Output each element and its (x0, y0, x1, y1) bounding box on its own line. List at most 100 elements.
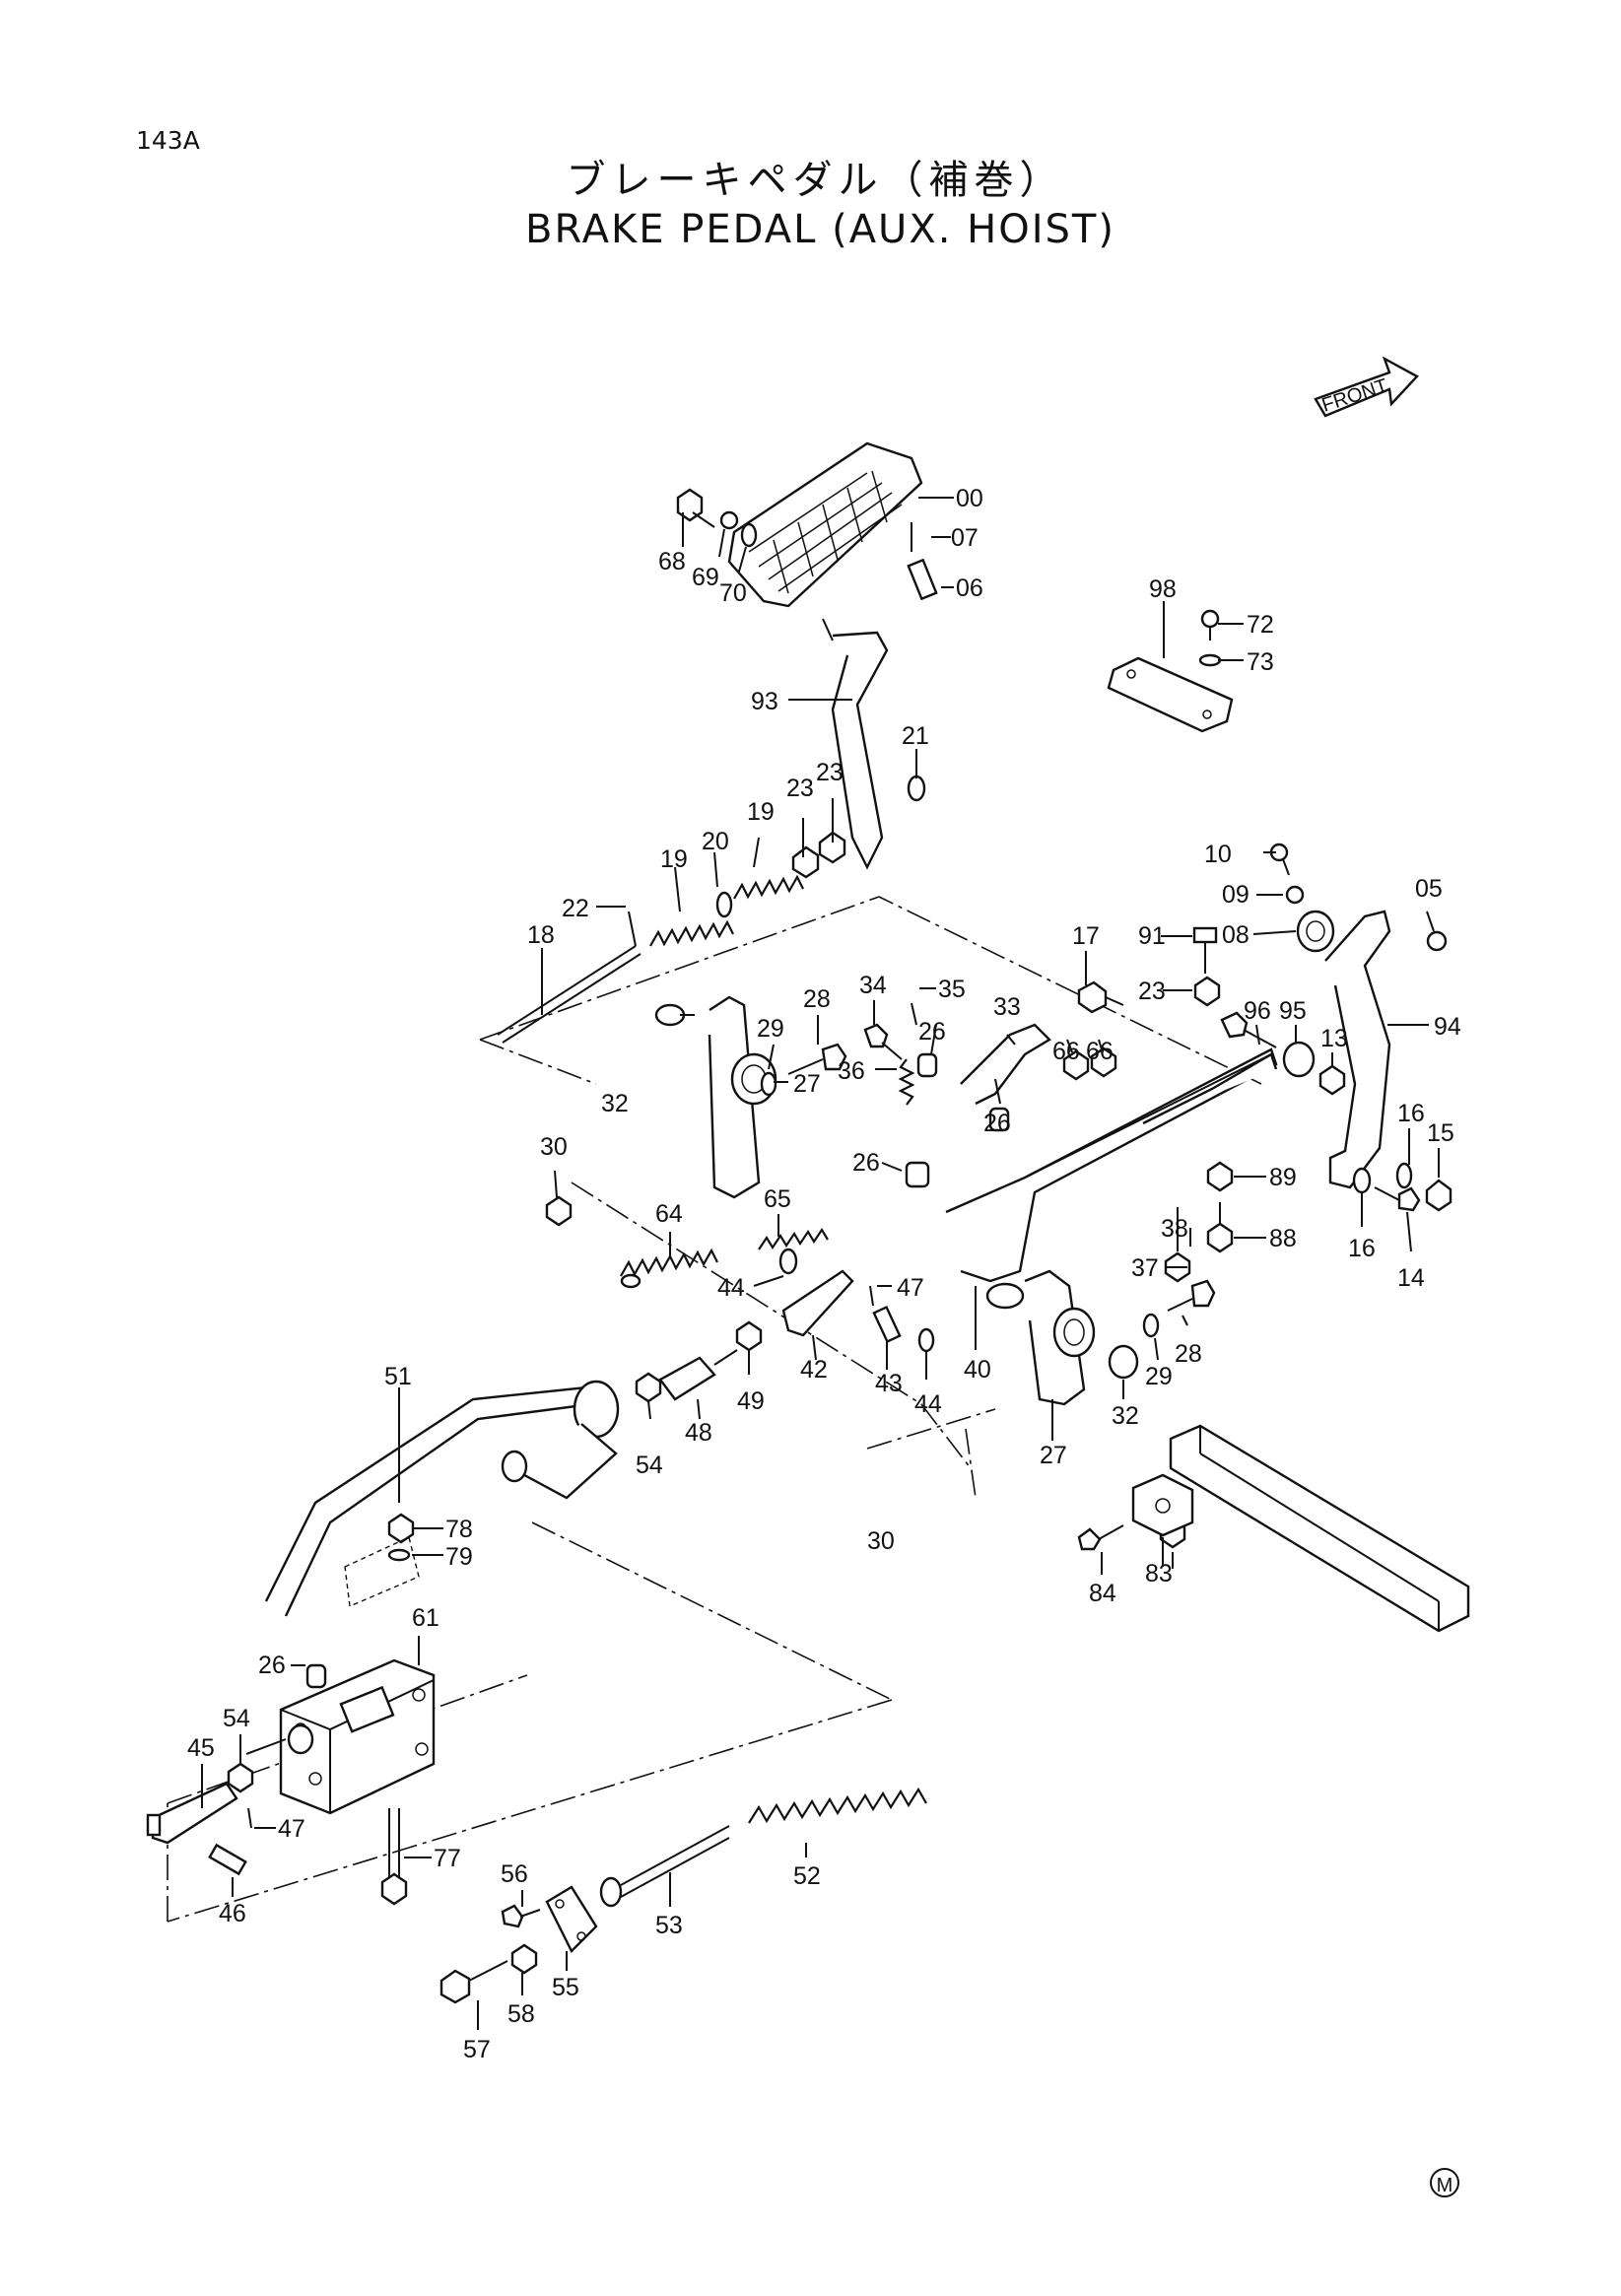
callout-labels: 00 07 06 68 69 70 98 72 73 93 21 23 23 1… (187, 485, 1461, 2063)
plate-98 (1107, 656, 1234, 733)
washer-79 (387, 1548, 411, 1562)
callout-66a: 66 (1052, 1038, 1080, 1065)
washer-16b (1352, 1167, 1372, 1194)
callout-73: 73 (1247, 648, 1274, 676)
washer-44b (917, 1327, 935, 1353)
callout-51: 51 (384, 1363, 412, 1390)
callout-06: 06 (956, 574, 983, 602)
nut-54b (227, 1762, 254, 1793)
nut-30a (545, 1195, 573, 1227)
callout-37: 37 (1131, 1254, 1159, 1282)
callout-14: 14 (1397, 1264, 1425, 1292)
bolt-05 (1426, 930, 1448, 952)
callout-83: 83 (1145, 1560, 1173, 1587)
callout-46: 46 (219, 1900, 246, 1927)
rod-18 (497, 945, 637, 1036)
callout-42: 42 (800, 1356, 828, 1384)
pin-43 (872, 1305, 902, 1344)
callout-19a: 19 (660, 845, 688, 873)
title-japanese: ブレーキペダル（補巻） (566, 158, 1065, 203)
nut-78 (387, 1513, 415, 1544)
plate-55 (545, 1885, 598, 1954)
callout-45: 45 (187, 1734, 215, 1762)
roller-08 (1296, 910, 1335, 953)
washer-21 (907, 775, 926, 802)
snap-ring-32a (654, 1003, 686, 1027)
callout-34: 34 (859, 972, 887, 999)
bolt-14 (1374, 1186, 1421, 1212)
shaft-40 (945, 1047, 1278, 1310)
callout-54a: 54 (636, 1452, 663, 1479)
callout-58: 58 (507, 2000, 535, 2028)
callout-47b: 47 (278, 1815, 305, 1843)
nut-23a (791, 845, 820, 879)
callout-23a: 23 (786, 775, 814, 802)
callout-30a: 30 (540, 1133, 568, 1161)
callout-55: 55 (552, 1974, 579, 2001)
snap-ring-32b (1108, 1344, 1139, 1380)
title-english: BRAKE PEDAL (AUX. HOIST) (525, 207, 1115, 252)
callout-16b: 16 (1348, 1235, 1376, 1262)
m-mark: M (1430, 2168, 1459, 2197)
bolt-91 (1192, 926, 1218, 974)
washer-29a (760, 1071, 777, 1097)
bolt-77 (380, 1808, 408, 1906)
callout-88: 88 (1269, 1225, 1297, 1252)
pin-46 (208, 1843, 247, 1876)
callout-47a: 47 (897, 1274, 924, 1302)
block-83 (1131, 1473, 1194, 1537)
cotter-pin-47b (247, 1807, 252, 1829)
cotter-pin-35 (911, 1002, 917, 1026)
callout-20: 20 (702, 828, 729, 855)
link-42 (781, 1269, 854, 1337)
nut-66b (1090, 1047, 1117, 1078)
lever-plate (1142, 1052, 1278, 1125)
pin-06 (907, 558, 938, 601)
washer-09 (1285, 885, 1305, 905)
callout-22: 22 (562, 895, 589, 922)
front-arrow-icon: FRONT (1314, 356, 1419, 418)
spring-19b (733, 874, 804, 900)
callout-28b: 28 (1175, 1340, 1202, 1368)
callout-32b: 32 (1112, 1402, 1139, 1430)
callout-32a: 32 (601, 1090, 629, 1117)
callout-38: 38 (1161, 1215, 1188, 1243)
callout-16a: 16 (1397, 1100, 1425, 1127)
nut-15 (1425, 1179, 1452, 1212)
callout-53: 53 (655, 1912, 683, 1939)
collar-26a (916, 1052, 938, 1078)
callout-79: 79 (445, 1543, 473, 1571)
callout-09: 09 (1222, 881, 1250, 909)
spring-36 (898, 1058, 915, 1106)
collar-26c (905, 1161, 930, 1188)
leader-lines (201, 497, 1440, 2030)
callout-96: 96 (1244, 997, 1271, 1025)
bracket-94 (1324, 910, 1391, 1189)
nut-13 (1318, 1064, 1346, 1096)
callout-26a: 26 (918, 1018, 946, 1046)
callout-33: 33 (993, 993, 1021, 1021)
washer-29b (1142, 1313, 1160, 1338)
callout-64: 64 (655, 1200, 683, 1228)
callout-19b: 19 (747, 798, 775, 826)
callout-35: 35 (938, 976, 966, 1003)
rod-end-48 (658, 1349, 738, 1401)
callout-98: 98 (1149, 575, 1177, 603)
spring-65 (758, 1227, 829, 1250)
bolt-84 (1077, 1524, 1124, 1551)
bolt-10 (1269, 843, 1290, 876)
brake-pedal-pad (727, 441, 923, 608)
bearing-27b (1024, 1269, 1096, 1406)
callout-61: 61 (412, 1604, 439, 1632)
callout-69: 69 (692, 564, 719, 591)
callout-18: 18 (527, 921, 555, 949)
callout-30b: 30 (867, 1527, 895, 1555)
nut-54a (635, 1372, 662, 1403)
callout-43: 43 (875, 1370, 903, 1397)
callout-72: 72 (1247, 611, 1274, 639)
collar-26d (305, 1663, 327, 1689)
callout-27b: 27 (1040, 1442, 1067, 1469)
pedal-arm-93 (822, 618, 889, 870)
front-label: FRONT (1319, 375, 1390, 417)
callout-26c: 26 (852, 1149, 880, 1177)
